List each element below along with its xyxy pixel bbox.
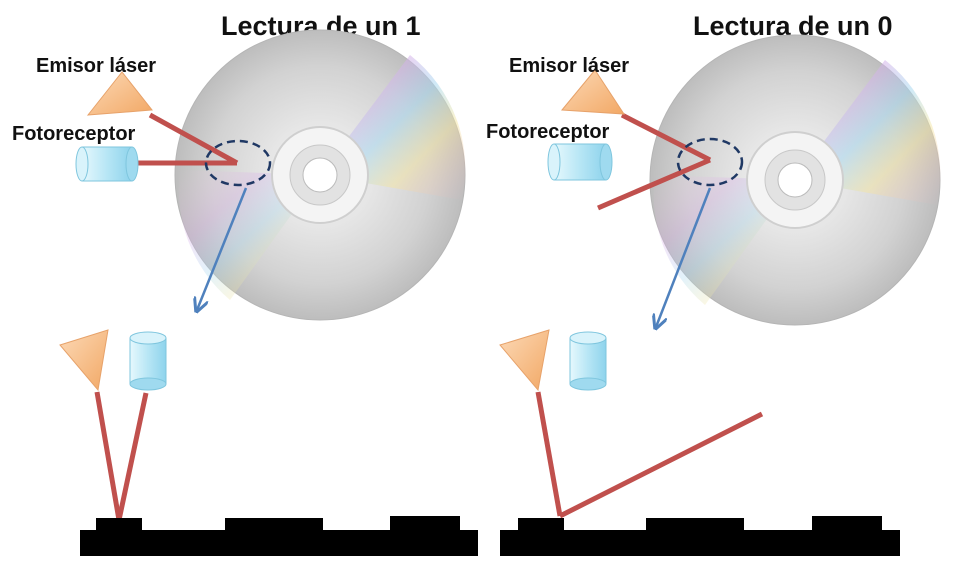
disc-track-surface (80, 516, 478, 556)
receptor-label: Fotoreceptor (486, 121, 610, 143)
laser-emitter-icon (560, 69, 625, 115)
photoreceptor-icon (547, 143, 613, 181)
incident-laser-beam (535, 391, 563, 517)
reflected-laser-beam (597, 157, 711, 211)
focus-area-circle (676, 137, 744, 187)
panel-reading-0: Lectura de un 0 Emisor láser Fotorecepto… (486, 11, 941, 556)
receptor-label: Fotoreceptor (12, 123, 136, 145)
reflected-laser-beam (116, 392, 149, 521)
laser-emitter-icon (86, 71, 153, 116)
reflected-laser-beam (558, 411, 764, 519)
laser-emitter-icon (499, 329, 550, 392)
cd-disc-icon (174, 29, 466, 321)
laser-emitter-icon (59, 329, 109, 392)
disc-track-surface (500, 516, 900, 556)
focus-area-circle (204, 139, 272, 187)
incident-laser-beam (94, 391, 122, 521)
cd-disc-icon (649, 34, 941, 326)
incident-laser-beam (620, 112, 712, 163)
emitter-label: Emisor láser (36, 55, 156, 77)
incident-laser-beam (148, 112, 239, 166)
photoreceptor-icon (569, 331, 607, 391)
zoom-arrow (197, 187, 248, 310)
emitter-label: Emisor láser (509, 55, 629, 77)
photoreceptor-icon (75, 146, 139, 182)
zoom-arrow (656, 187, 712, 327)
panel-reading-1: Lectura de un 1 Emisor láser Fotorecepto… (12, 11, 478, 556)
photoreceptor-icon (129, 331, 167, 391)
